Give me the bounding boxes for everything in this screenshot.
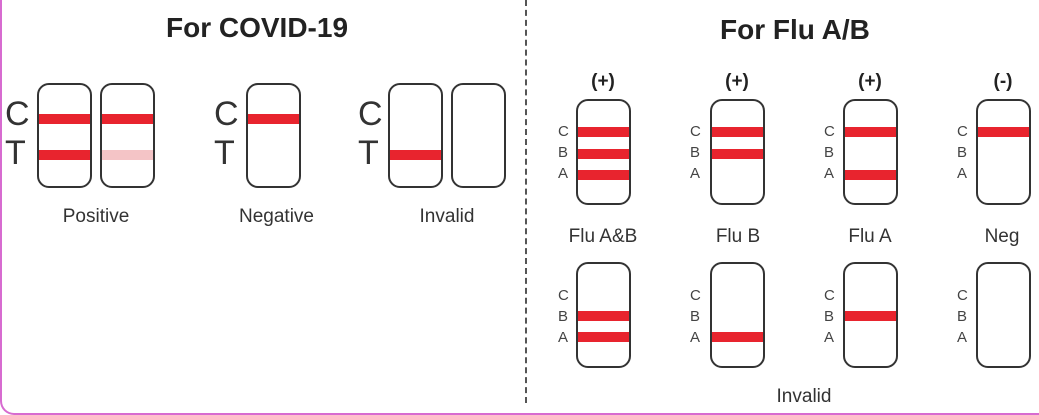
covid-positive-caption: Positive (62, 206, 130, 227)
flu-neg-caption: Neg (984, 226, 1020, 247)
control-line (39, 114, 90, 124)
control-line (578, 127, 629, 137)
flu-b-line (845, 311, 896, 321)
flu-a-line (578, 332, 629, 342)
flu-r2c4-a-label: A (957, 329, 968, 346)
covid-positive-strip-1 (37, 83, 92, 188)
control-line (845, 127, 896, 137)
flu-title: For Flu A/B (720, 14, 870, 45)
flu-r2c4-b-label: B (957, 308, 968, 325)
covid-title: For COVID-19 (166, 12, 349, 43)
flu-invalid-caption: Invalid (776, 386, 832, 407)
flu-r1c3-c-label: C (824, 123, 835, 140)
covid-invalid-strip-2 (451, 83, 506, 188)
flu-ab-caption: Flu A&B (568, 226, 638, 247)
flu-r1c4-b-label: B (957, 144, 968, 161)
flu-ab-positive-strip (576, 99, 631, 205)
covid-invalid-strip-1 (388, 83, 443, 188)
flu-a-line (578, 170, 629, 180)
flu-r2c1-c-label: C (558, 287, 569, 304)
covid-positive-c-label: C (5, 95, 30, 133)
test-line (390, 150, 441, 160)
flu-r1c3-a-label: A (824, 165, 835, 182)
flu-invalid-strip-2 (710, 262, 765, 368)
flu-r2c2-b-label: B (690, 308, 701, 325)
flu-r1c2-a-label: A (690, 165, 701, 182)
faint-test-line (102, 150, 153, 160)
flu-r2c2-a-label: A (690, 329, 701, 346)
flu-b-caption: Flu B (715, 226, 761, 247)
flu-a-positive-strip (843, 99, 898, 205)
covid-negative-t-label: T (214, 134, 235, 172)
flu-r2c3-b-label: B (824, 308, 835, 325)
flu-sign-3: (+) (858, 71, 882, 92)
covid-invalid-caption: Invalid (419, 206, 475, 227)
flu-r1c4-a-label: A (957, 165, 968, 182)
flu-r2c3-c-label: C (824, 287, 835, 304)
control-line (978, 127, 1029, 137)
test-line (39, 150, 90, 160)
flu-r2c3-a-label: A (824, 329, 835, 346)
control-line (248, 114, 299, 124)
flu-r1c2-c-label: C (690, 123, 701, 140)
flu-sign-1: (+) (591, 71, 615, 92)
flu-r1c1-c-label: C (558, 123, 569, 140)
flu-invalid-strip-4 (976, 262, 1031, 368)
flu-invalid-strip-1 (576, 262, 631, 368)
flu-r2c1-a-label: A (558, 329, 569, 346)
flu-negative-strip (976, 99, 1031, 205)
covid-negative-c-label: C (214, 95, 239, 133)
flu-r2c2-c-label: C (690, 287, 701, 304)
section-divider (525, 0, 527, 403)
covid-invalid-t-label: T (358, 134, 379, 172)
flu-r1c4-c-label: C (957, 123, 968, 140)
flu-r1c1-b-label: B (558, 144, 569, 161)
flu-sign-2: (+) (725, 71, 749, 92)
flu-r2c4-c-label: C (957, 287, 968, 304)
flu-b-line (578, 311, 629, 321)
covid-positive-t-label: T (5, 134, 26, 172)
flu-r1c2-b-label: B (690, 144, 701, 161)
flu-b-line (578, 149, 629, 159)
flu-r1c1-a-label: A (558, 165, 569, 182)
flu-r2c1-b-label: B (558, 308, 569, 325)
control-line (102, 114, 153, 124)
flu-a-line (845, 170, 896, 180)
covid-negative-caption: Negative (239, 206, 314, 227)
flu-a-line (712, 332, 763, 342)
flu-sign-4: (-) (993, 71, 1013, 92)
flu-b-positive-strip (710, 99, 765, 205)
flu-b-line (712, 149, 763, 159)
flu-r1c3-b-label: B (824, 144, 835, 161)
flu-invalid-strip-3 (843, 262, 898, 368)
covid-invalid-c-label: C (358, 95, 383, 133)
flu-a-caption: Flu A (848, 226, 892, 247)
covid-negative-strip (246, 83, 301, 188)
covid-positive-strip-2 (100, 83, 155, 188)
control-line (712, 127, 763, 137)
